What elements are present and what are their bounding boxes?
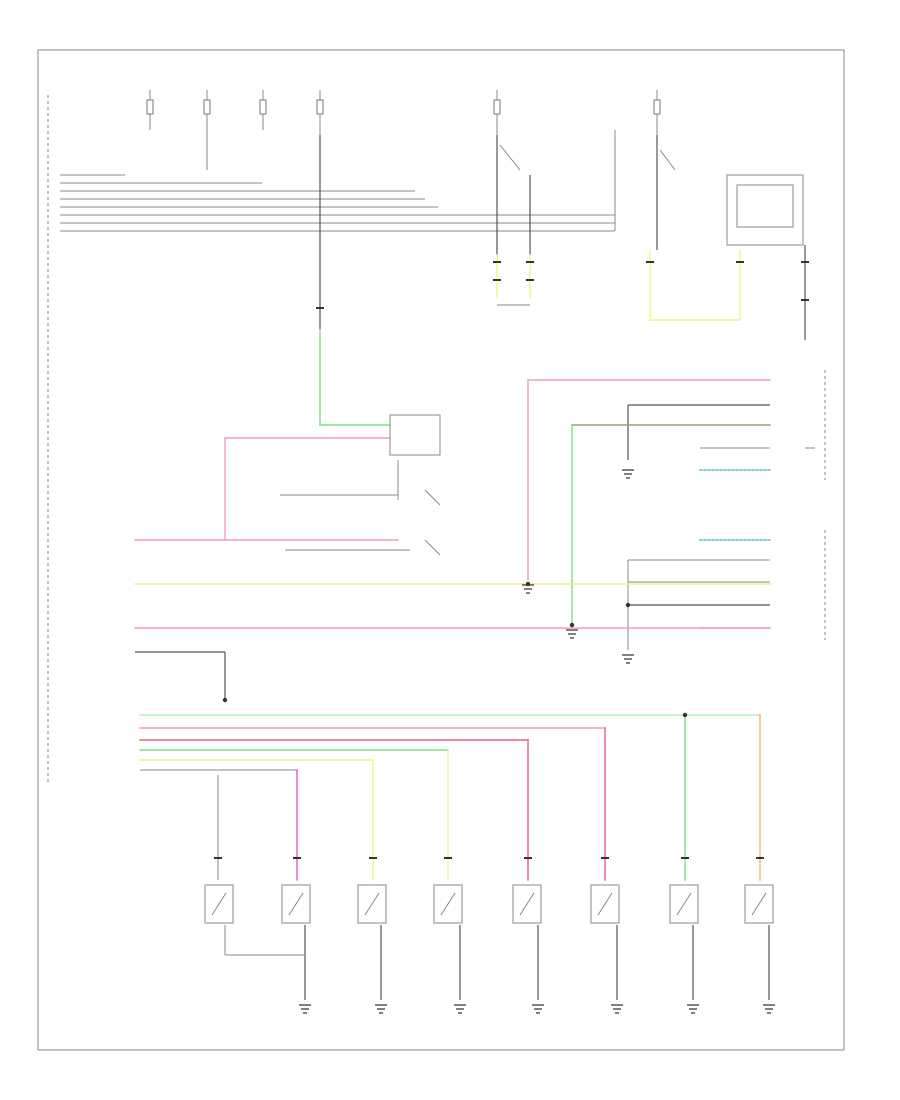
lamp-filament-3: [364, 892, 380, 916]
lamp-filament-4: [440, 892, 456, 916]
module-top-right: [646, 135, 809, 340]
connector-block-right-lower: [627, 530, 826, 650]
ground-bottom-3: [454, 1004, 466, 1014]
module-box-top-right: [726, 174, 804, 246]
lamp-filament-7: [676, 892, 692, 916]
lamp-socket-3: [357, 884, 387, 924]
ground-bottom-6: [687, 1004, 699, 1014]
ground-b: [522, 584, 534, 594]
fuse-5: [493, 99, 501, 115]
lamp-socket-4: [433, 884, 463, 924]
lamp-circuit-top-center: [493, 135, 534, 306]
ground-bottom-4: [532, 1004, 544, 1014]
ground-c: [566, 629, 578, 639]
lamp-socket-7: [669, 884, 699, 924]
lamp-filament-6: [597, 892, 613, 916]
ground-bottom-7: [763, 1004, 775, 1014]
lamp-socket-2: [281, 884, 311, 924]
ground-bottom-1: [299, 1004, 311, 1014]
bottom-harness: [135, 651, 761, 881]
ground-a: [622, 469, 634, 479]
switch-lever-2: [424, 489, 441, 506]
lamp-socket-5: [512, 884, 542, 924]
fuse-1: [146, 99, 154, 115]
lamp-socket-6: [590, 884, 620, 924]
switch-lever-3: [424, 539, 441, 556]
switch-tc: [499, 144, 521, 171]
lamp-filament-1: [211, 892, 227, 916]
ground-d: [622, 654, 634, 664]
diagram-frame: [37, 49, 845, 1051]
lamp-socket-8: [744, 884, 774, 924]
lamp-sockets-bottom: [204, 857, 775, 1014]
signal-bus: [60, 130, 616, 232]
splice-1: [525, 581, 531, 587]
switch-module-box: [389, 414, 441, 456]
module-inner-top-right: [736, 184, 794, 228]
lamp-filament-8: [751, 892, 767, 916]
fuse-group-top: [146, 90, 661, 170]
splice-2: [569, 622, 575, 628]
splice-3: [625, 602, 631, 608]
fuse-2: [203, 99, 211, 115]
ground-bottom-2: [375, 1004, 387, 1014]
lamp-filament-2: [288, 892, 304, 916]
splice-points: [222, 581, 688, 718]
ground-bottom-5: [611, 1004, 623, 1014]
fuse-6: [653, 99, 661, 115]
switch-module-center: [280, 414, 441, 556]
switch-tr: [659, 149, 676, 171]
lamp-filament-5: [519, 892, 535, 916]
fuse-3: [259, 99, 267, 115]
ground-symbols-middle: [522, 469, 634, 664]
splice-5: [222, 697, 228, 703]
lamp-socket-1: [204, 884, 234, 924]
fuse-4: [316, 99, 324, 115]
connector-block-right-upper: [527, 370, 826, 626]
splice-4: [682, 712, 688, 718]
